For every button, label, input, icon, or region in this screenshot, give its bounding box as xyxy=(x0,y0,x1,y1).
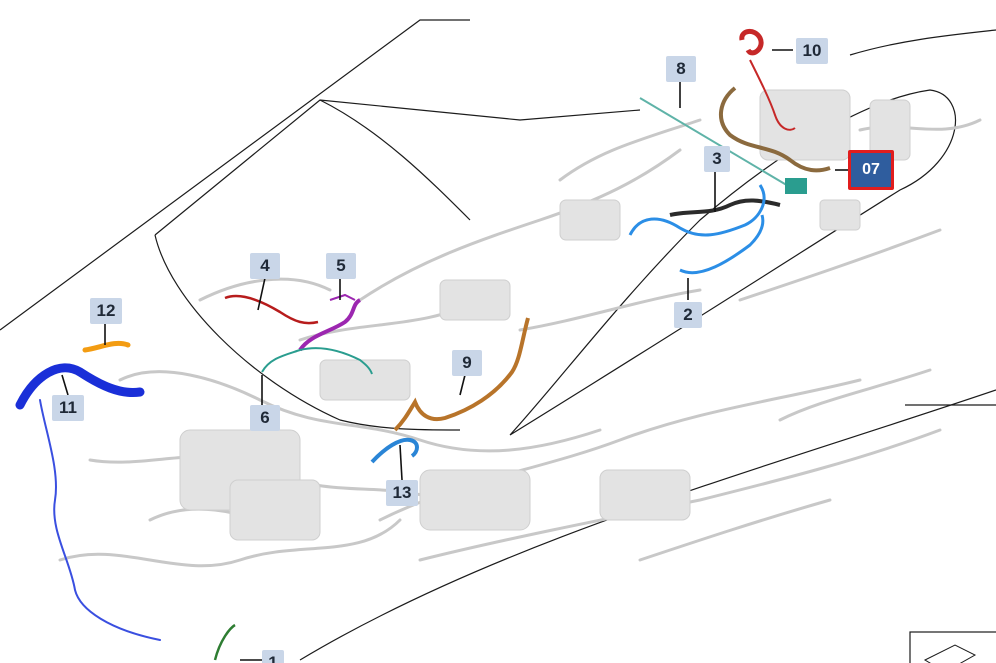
harness-5 xyxy=(298,293,362,352)
harness-12 xyxy=(82,340,131,353)
callout-07-selected[interactable]: 07 xyxy=(848,150,894,190)
harness-1 xyxy=(213,623,236,661)
callout-6[interactable]: 6 xyxy=(250,405,280,431)
harness-07 xyxy=(719,86,831,194)
harness-13 xyxy=(370,437,419,464)
callout-9[interactable]: 9 xyxy=(452,350,482,376)
harness-10 xyxy=(739,29,796,131)
callout-1[interactable]: 1 xyxy=(262,650,284,663)
harness-8 xyxy=(639,97,796,191)
view-orientation-box xyxy=(909,631,996,663)
harness-11 xyxy=(15,363,161,641)
leader-lines xyxy=(61,49,848,661)
harness-2 xyxy=(628,184,766,275)
callout-5[interactable]: 5 xyxy=(326,253,356,279)
callout-8[interactable]: 8 xyxy=(666,56,696,82)
callout-11[interactable]: 11 xyxy=(52,395,84,421)
harness-4 xyxy=(224,294,319,325)
callout-2[interactable]: 2 xyxy=(674,302,702,328)
callout-4[interactable]: 4 xyxy=(250,253,280,279)
callout-12[interactable]: 12 xyxy=(90,298,122,324)
callout-3[interactable]: 3 xyxy=(704,146,730,172)
callout-13[interactable]: 13 xyxy=(386,480,418,506)
callout-10[interactable]: 10 xyxy=(796,38,828,64)
harness-9 xyxy=(393,317,530,432)
background-components xyxy=(179,89,911,541)
harness-6 xyxy=(261,347,373,375)
